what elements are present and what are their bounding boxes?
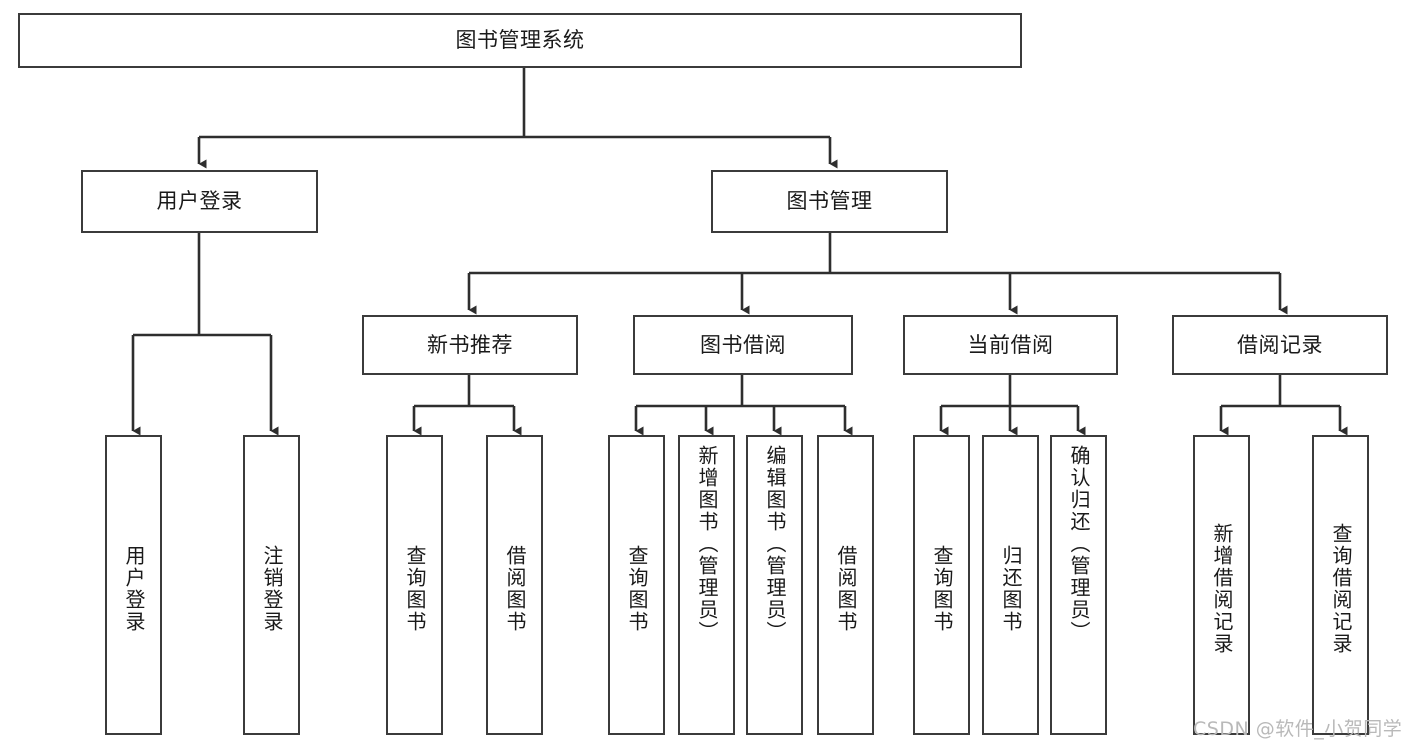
node-leaf-edit-book[interactable]: 编辑图书（管理员）: [746, 435, 803, 735]
node-leaf-query-book-3-label: 查询图书: [930, 545, 954, 633]
node-leaf-query-book-1-label: 查询图书: [403, 545, 427, 633]
node-new-book-recommend-label: 新书推荐: [427, 332, 513, 357]
node-leaf-confirm-return-label: 确认归还（管理员）: [1067, 445, 1091, 643]
node-current-borrow-label: 当前借阅: [967, 332, 1054, 357]
node-leaf-query-record-label: 查询借阅记录: [1329, 523, 1353, 655]
node-leaf-borrow-book-2[interactable]: 借阅图书: [817, 435, 874, 735]
node-leaf-borrow-book-1-label: 借阅图书: [503, 545, 527, 633]
node-book-manage[interactable]: 图书管理: [711, 170, 948, 233]
node-leaf-confirm-return[interactable]: 确认归还（管理员）: [1050, 435, 1107, 735]
node-leaf-borrow-book-1[interactable]: 借阅图书: [486, 435, 543, 735]
node-root[interactable]: 图书管理系统: [18, 13, 1022, 68]
node-leaf-borrow-book-2-label: 借阅图书: [834, 545, 858, 633]
node-leaf-user-login[interactable]: 用户登录: [105, 435, 162, 735]
node-leaf-user-login-label: 用户登录: [122, 545, 146, 633]
node-book-manage-label: 图书管理: [786, 189, 873, 214]
node-leaf-query-book-2[interactable]: 查询图书: [608, 435, 665, 735]
node-leaf-return-book-label: 归还图书: [999, 545, 1023, 633]
node-user-login[interactable]: 用户登录: [81, 170, 318, 233]
node-leaf-logout-label: 注销登录: [260, 545, 284, 633]
node-new-book-recommend[interactable]: 新书推荐: [362, 315, 578, 375]
node-leaf-logout[interactable]: 注销登录: [243, 435, 300, 735]
node-current-borrow[interactable]: 当前借阅: [903, 315, 1118, 375]
node-book-borrow-label: 图书借阅: [700, 332, 786, 357]
node-leaf-add-book[interactable]: 新增图书（管理员）: [678, 435, 735, 735]
node-borrow-record[interactable]: 借阅记录: [1172, 315, 1388, 375]
node-leaf-return-book[interactable]: 归还图书: [982, 435, 1039, 735]
node-leaf-query-book-2-label: 查询图书: [625, 545, 649, 633]
node-leaf-add-record[interactable]: 新增借阅记录: [1193, 435, 1250, 735]
node-leaf-query-record[interactable]: 查询借阅记录: [1312, 435, 1369, 735]
node-book-borrow[interactable]: 图书借阅: [633, 315, 853, 375]
node-root-label: 图书管理系统: [455, 28, 585, 53]
node-leaf-edit-book-label: 编辑图书（管理员）: [763, 445, 787, 643]
node-leaf-query-book-3[interactable]: 查询图书: [913, 435, 970, 735]
node-user-login-label: 用户登录: [156, 189, 243, 214]
node-leaf-add-book-label: 新增图书（管理员）: [695, 445, 719, 643]
node-leaf-add-record-label: 新增借阅记录: [1210, 523, 1234, 655]
node-leaf-query-book-1[interactable]: 查询图书: [386, 435, 443, 735]
node-borrow-record-label: 借阅记录: [1237, 332, 1323, 357]
